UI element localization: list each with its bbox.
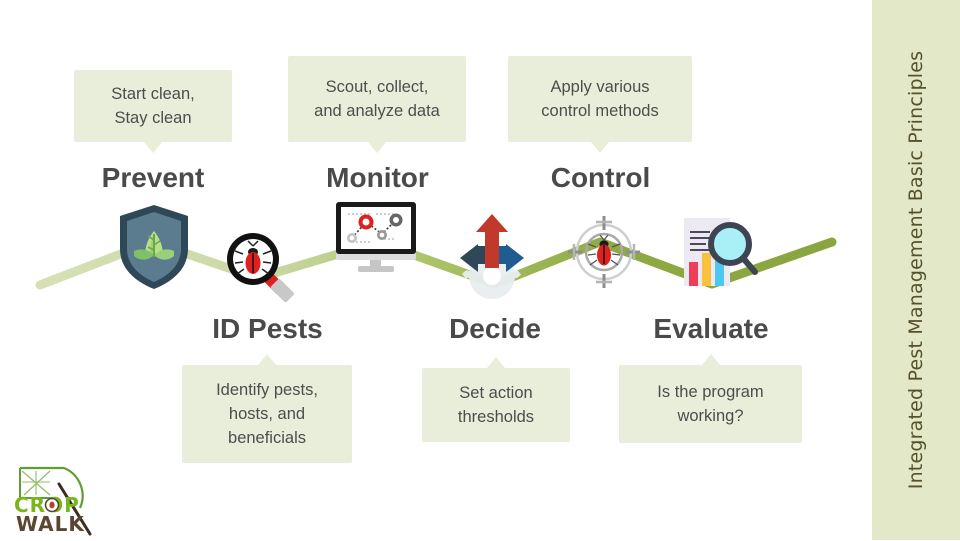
callout-monitor-text: Scout, collect, and analyze data (314, 78, 440, 120)
callout-evaluate-text: Is the program working? (657, 383, 764, 425)
callout-id-pests: Identify pests, hosts, and beneficials (182, 354, 352, 463)
crosshair-bug-icon (566, 214, 642, 290)
stage-label-id-pests: ID Pests (212, 313, 323, 344)
vertical-title-text: Integrated Pest Management Basic Princip… (905, 50, 927, 490)
callout-control-text: Apply various control methods (541, 78, 659, 120)
callout-id-pests-text: Identify pests, hosts, and beneficials (216, 381, 318, 447)
callout-prevent: Start clean, Stay clean (74, 70, 232, 153)
stage-label-control: Control (550, 162, 651, 193)
stage-label-prevent: Prevent (101, 162, 205, 193)
callout-control: Apply various control methods (508, 56, 692, 153)
report-magnifier-icon (676, 212, 760, 292)
monitor-chart-icon (334, 200, 420, 280)
shield-leaf-icon (118, 203, 190, 291)
callout-monitor: Scout, collect, and analyze data (288, 56, 466, 153)
cropwalk-logo: CROP WALK (6, 462, 98, 536)
callout-prevent-text: Start clean, Stay clean (111, 85, 195, 127)
arrows-gear-icon (448, 208, 536, 300)
callout-evaluate: Is the program working? (619, 354, 802, 443)
callout-decide: Set action thresholds (422, 357, 570, 442)
svg-text:WALK: WALK (16, 512, 85, 536)
stage-label-monitor: Monitor (326, 162, 429, 193)
stage-label-decide: Decide (449, 313, 541, 344)
vertical-title-band: Integrated Pest Management Basic Princip… (872, 0, 960, 540)
callout-decide-text: Set action thresholds (457, 384, 535, 426)
stage-label-evaluate: Evaluate (653, 313, 769, 344)
magnifier-bug-icon (224, 230, 298, 303)
